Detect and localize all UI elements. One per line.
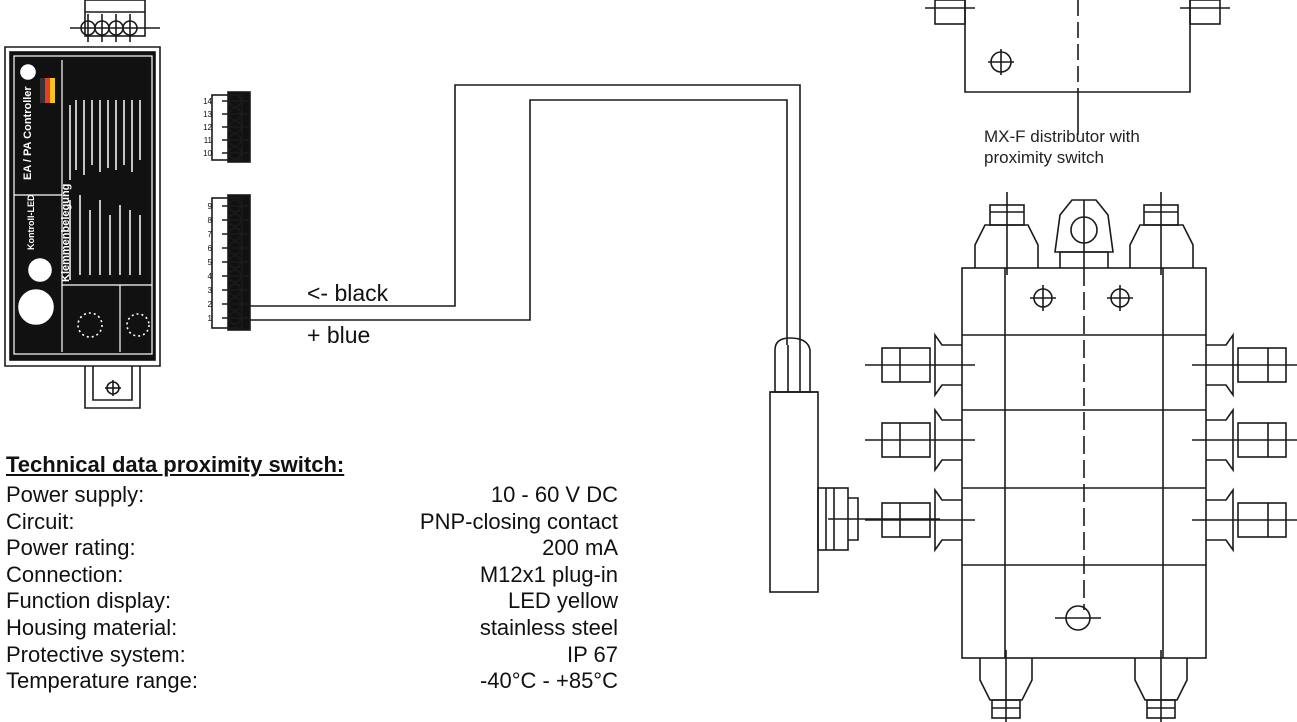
wire-blue: [250, 99, 788, 345]
tech-label: Housing material:: [6, 614, 178, 640]
terminal-number: 1: [208, 314, 213, 323]
tech-value: -40°C - +85°C: [479, 668, 618, 694]
tech-label: Temperature range:: [6, 668, 198, 694]
tech-label: Connection:: [6, 561, 124, 587]
tech-row-circuit: Circuit: PNP-closing contact: [6, 509, 618, 536]
tech-value: IP 67: [567, 641, 618, 667]
terminal-number: 6: [208, 244, 213, 253]
tech-label: Protective system:: [6, 641, 186, 667]
controller-unit: [4, 0, 251, 409]
tech-value: 200 mA: [542, 535, 618, 561]
tech-value: 10 - 60 V DC: [490, 482, 618, 507]
black-wire-label: <- black: [307, 280, 389, 306]
distributor-label-line2: proximity switch: [984, 148, 1104, 167]
tech-row-protective-system: Protective system: IP 67: [6, 642, 618, 669]
tech-label: Function display:: [6, 588, 172, 614]
tech-value: LED yellow: [507, 588, 618, 614]
terminal-number: 2: [208, 300, 213, 309]
tech-value: PNP-closing contact: [419, 508, 618, 534]
terminal-number: 14: [203, 97, 212, 106]
tech-label: Power supply:: [6, 482, 145, 507]
tech-value: M12x1 plug-in: [479, 561, 618, 587]
tech-row-housing-material: Housing material: stainless steel: [6, 615, 618, 642]
terminal-number: 10: [203, 149, 212, 158]
terminal-number: 4: [208, 272, 213, 281]
distributor-label-line1: MX-F distributor with: [984, 127, 1140, 146]
distributor-top-view: [925, 0, 1230, 135]
wire-black: [250, 84, 801, 345]
tech-label: Circuit:: [6, 508, 75, 534]
terminal-number: 7: [208, 230, 213, 239]
tech-row-temperature-range: Temperature range: -40°C - +85°C: [6, 668, 618, 695]
terminal-number: 9: [208, 202, 213, 211]
tech-value: stainless steel: [479, 614, 618, 640]
terminal-number: 13: [203, 110, 212, 119]
terminal-number: 11: [204, 136, 213, 145]
distributor-main-view: [865, 192, 1297, 722]
terminal-number: 8: [208, 216, 213, 225]
controller-title: EA / PA Controller: [22, 86, 34, 180]
tech-row-power-rating: Power rating: 200 mA: [6, 535, 618, 562]
tech-label: Power rating:: [6, 535, 136, 561]
tech-data-table: Power supply: 10 - 60 V DC Circuit: PNP-cl…: [6, 482, 618, 695]
tech-row-function-display: Function display: LED yellow: [6, 588, 618, 615]
terminal-number: 3: [208, 286, 213, 295]
terminal-number: 5: [208, 258, 213, 267]
tech-data-title: Technical data proximity switch:: [6, 452, 345, 477]
terminal-heading: Klemmenbelegung: [60, 183, 72, 282]
tech-row-connection: Connection: M12x1 plug-in: [6, 562, 618, 589]
tech-row-power-supply: Power supply: 10 - 60 V DC: [6, 482, 618, 509]
terminal-number: 12: [203, 123, 212, 132]
blue-wire-label: + blue: [307, 322, 371, 348]
control-led-label: Kontroll-LED: [26, 194, 36, 251]
proximity-switch: [769, 337, 940, 593]
